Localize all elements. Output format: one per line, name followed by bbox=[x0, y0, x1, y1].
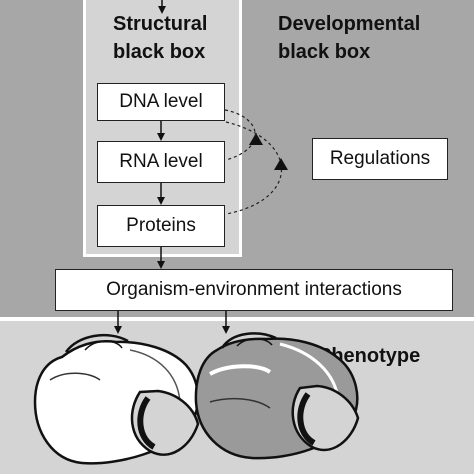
proteins-to-dna-feedback-loop bbox=[225, 121, 282, 215]
proteins-box: Proteins bbox=[97, 205, 225, 247]
snail-shell-light-icon bbox=[33, 333, 200, 465]
structural-heading: Structural black box bbox=[113, 10, 207, 66]
rna-level-box: RNA level bbox=[97, 141, 225, 183]
developmental-heading-line1: Developmental bbox=[278, 13, 421, 35]
feedback-triangle-inner bbox=[249, 133, 263, 145]
dna-level-box: DNA level bbox=[97, 83, 225, 121]
regulations-box: Regulations bbox=[312, 138, 448, 180]
feedback-triangle-outer bbox=[274, 158, 288, 170]
developmental-heading: Developmental black box bbox=[278, 10, 420, 66]
structural-heading-line2: black box bbox=[113, 41, 206, 63]
rna-to-dna-feedback-loop bbox=[224, 109, 256, 161]
structural-heading-line1: Structural bbox=[113, 13, 208, 35]
snail-shell-dark-icon bbox=[194, 332, 360, 460]
organism-environment-interactions-box: Organism-environment interactions bbox=[55, 269, 453, 311]
developmental-heading-line2: black box bbox=[278, 41, 371, 63]
